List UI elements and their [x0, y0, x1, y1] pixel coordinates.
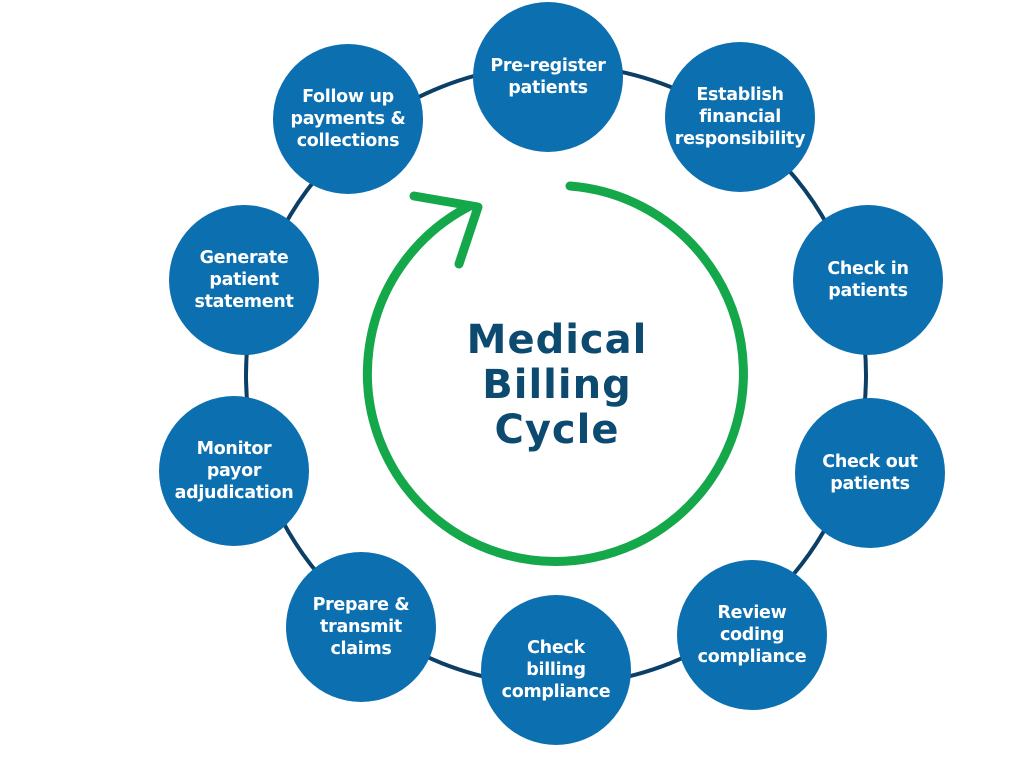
step-label: Review coding compliance: [697, 603, 807, 667]
step-check-billing: Check billing compliance: [481, 595, 631, 745]
step-check-in: Check in patients: [793, 205, 943, 355]
step-label: Check out patients: [822, 452, 918, 494]
step-review-coding: Review coding compliance: [677, 560, 827, 710]
step-follow-up-payments: Follow up payments & collections: [273, 44, 423, 194]
step-label: Pre-register patients: [490, 56, 606, 98]
step-generate-statement: Generate patient statement: [169, 205, 319, 355]
step-check-out: Check out patients: [795, 398, 945, 548]
step-label: Generate patient statement: [194, 248, 294, 312]
cycle-arrowhead: [409, 191, 483, 269]
step-pre-register: Pre-register patients: [473, 2, 623, 152]
cycle-arrow: [362, 181, 748, 566]
step-prepare-claims: Prepare & transmit claims: [286, 552, 436, 702]
step-label: Check in patients: [827, 259, 909, 301]
step-label: Establish financial responsibility: [674, 85, 806, 149]
step-label: Monitor payor adjudication: [174, 439, 294, 503]
step-label: Prepare & transmit claims: [312, 595, 410, 659]
step-establish-financial: Establish financial responsibility: [665, 42, 815, 192]
step-label: Follow up payments & collections: [290, 87, 406, 151]
center-title: Medical Billing Cycle: [466, 317, 648, 453]
step-label: Check billing compliance: [501, 638, 611, 702]
step-monitor-adjudication: Monitor payor adjudication: [159, 396, 309, 546]
